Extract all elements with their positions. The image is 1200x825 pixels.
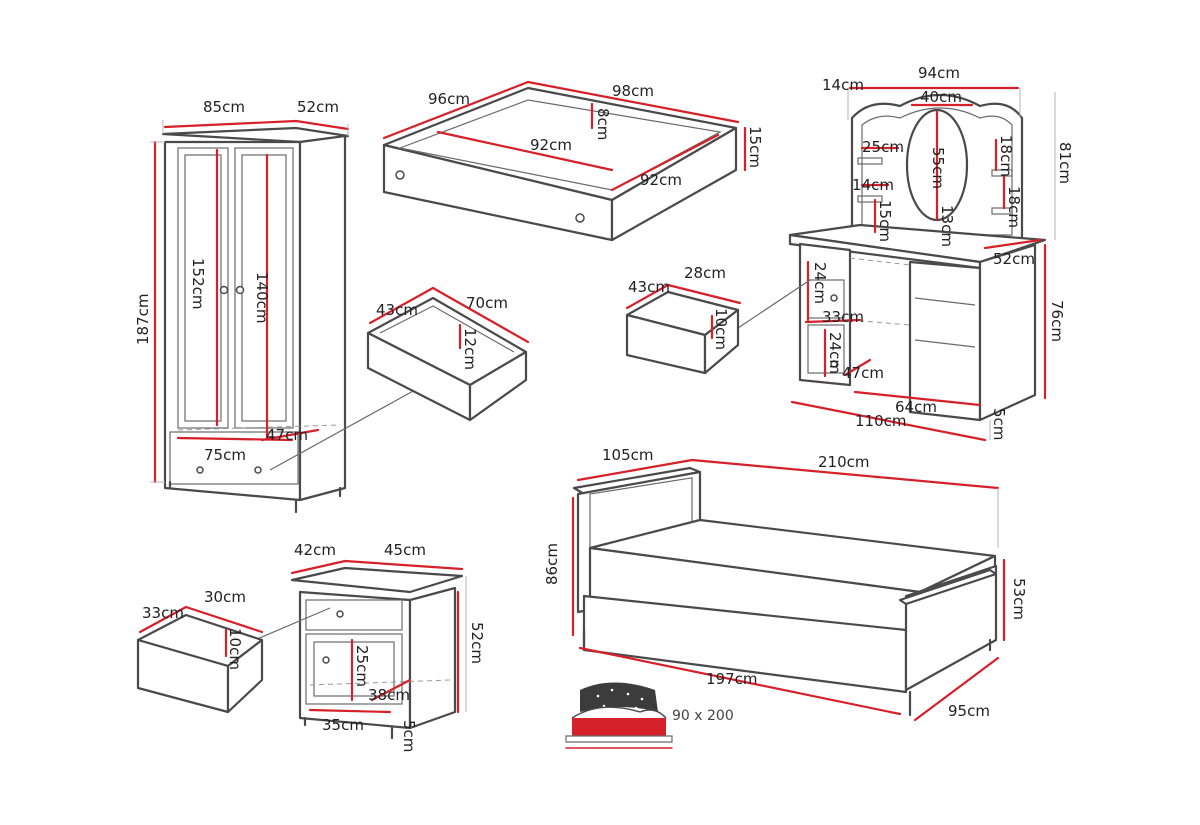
mattress-size-label: 90 x 200 xyxy=(672,708,734,724)
dressing-mirror-width-label: 40cm xyxy=(920,88,962,106)
mattress-icon: 90 x 200 xyxy=(565,682,734,749)
nightstand-drawer: 33cm 30cm 10cm xyxy=(136,588,264,714)
wardrobe-drawer: 43cm 70cm 12cm xyxy=(366,286,530,422)
dressing-lower-gap-label: 13cm xyxy=(938,205,956,247)
dressing-shelf-gap-bottom-label: 18cm xyxy=(1005,186,1023,228)
nightstand-drawer-height-label: 10cm xyxy=(226,628,244,670)
bed: 105cm 210cm 86cm 53cm 197cm 95cm xyxy=(543,446,1028,722)
wardrobe-drawer-height-label: 12cm xyxy=(461,328,479,370)
wardrobe-door-height-label: 152cm xyxy=(189,258,207,310)
bed-headboard-width-label: 105cm xyxy=(602,446,654,464)
wardrobe-width-label: 85cm xyxy=(203,98,245,116)
nightstand-height-label: 52cm xyxy=(468,622,486,664)
dressing-shelf-height-label: 15cm xyxy=(876,200,894,242)
nightstand: 42cm 45cm 52cm 25cm 38cm 35cm 5cm xyxy=(235,541,486,752)
wardrobe-drawer-depth-label: 43cm xyxy=(376,301,418,319)
bed-width-label: 95cm xyxy=(948,702,990,720)
wardrobe-drawer-width-label: 75cm xyxy=(204,446,246,464)
bed-headboard-height-label: 86cm xyxy=(543,543,561,585)
bed-drawer-inner-width-label: 92cm xyxy=(530,136,572,154)
dressing-side-shelf-label: 25cm xyxy=(862,138,904,156)
bed-drawer: 96cm 98cm 92cm 92cm 8cm 15cm xyxy=(382,80,764,242)
bed-drawer-width-label: 98cm xyxy=(612,82,654,100)
desk-drawer-height-label: 10cm xyxy=(712,308,730,350)
nightstand-drawer-width-label: 30cm xyxy=(204,588,246,606)
dressing-top-width-label: 94cm xyxy=(918,64,960,82)
dressing-desk-depth-label: 52cm xyxy=(993,250,1035,268)
nightstand-foot-label: 5cm xyxy=(400,720,418,752)
bed-inner-length-label: 197cm xyxy=(706,670,758,688)
dressing-drawer-d-label: 47cm xyxy=(842,364,884,382)
bed-footboard-height-label: 53cm xyxy=(1010,578,1028,620)
dressing-mirror-height-label: 55cm xyxy=(929,147,947,189)
bed-drawer-inner-depth-label: 92cm xyxy=(640,171,682,189)
nightstand-width-label: 45cm xyxy=(384,541,426,559)
wardrobe: 85cm 52cm 187cm 152cm 140cm 47cm 75cm xyxy=(134,98,416,514)
dressing-shelf-depth-label: 14cm xyxy=(822,76,864,94)
dressing-desk-height-label: 76cm xyxy=(1048,300,1066,342)
dressing-drawer-h2-label: 24cm xyxy=(826,332,844,374)
dressing-knee-width-label: 64cm xyxy=(895,398,937,416)
bed-drawer-height-label: 15cm xyxy=(746,126,764,168)
desk-drawer-depth-label: 43cm xyxy=(628,278,670,296)
desk-drawer: 43cm 28cm 10cm xyxy=(625,264,742,375)
bed-length-label: 210cm xyxy=(818,453,870,471)
bed-drawer-inner-height-label: 8cm xyxy=(594,108,612,140)
wardrobe-inner-height-label: 140cm xyxy=(253,272,271,324)
dressing-drawer-w-label: 33cm xyxy=(822,308,864,326)
nightstand-inner-width-label: 35cm xyxy=(322,716,364,734)
wardrobe-drawer-depth-label: 47cm xyxy=(266,426,308,444)
nightstand-drawer-h-label: 25cm xyxy=(353,645,371,687)
dressing-foot-label: 5cm xyxy=(990,408,1008,440)
wardrobe-height-label: 187cm xyxy=(134,294,152,346)
nightstand-inner-depth-label: 38cm xyxy=(368,686,410,704)
dressing-drawer-h1-label: 24cm xyxy=(811,262,829,304)
desk-drawer-width-label: 28cm xyxy=(684,264,726,282)
wardrobe-drawer-width-label: 70cm xyxy=(466,294,508,312)
dressing-shelf-gap-top-label: 18cm xyxy=(997,135,1015,177)
dressing-total-height-label: 81cm xyxy=(1056,142,1074,184)
bed-drawer-depth-label: 96cm xyxy=(428,90,470,108)
dressing-table: 14cm 94cm 40cm 25cm 55cm 18cm 18cm 14cm … xyxy=(734,64,1074,442)
dressing-shelf-small-label: 14cm xyxy=(852,176,894,194)
nightstand-depth-label: 42cm xyxy=(294,541,336,559)
nightstand-drawer-depth-label: 33cm xyxy=(142,604,184,622)
wardrobe-depth-label: 52cm xyxy=(297,98,339,116)
dressing-width-label: 110cm xyxy=(855,412,907,430)
